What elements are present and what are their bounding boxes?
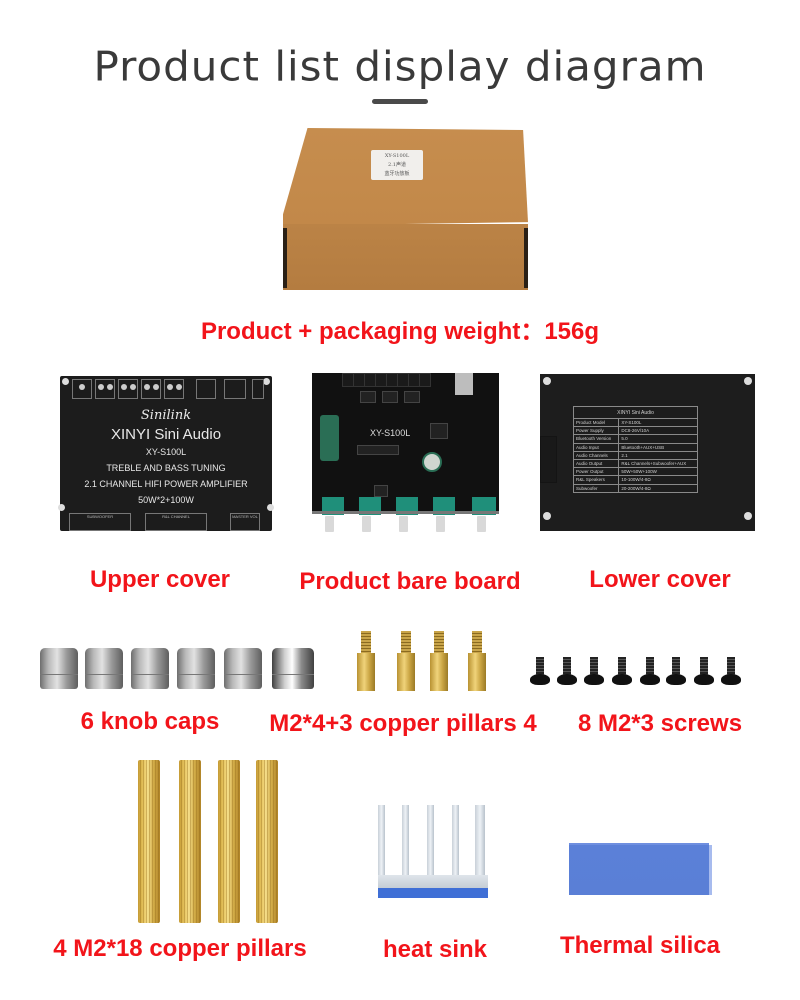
model-number: XY-S100L: [145, 447, 187, 457]
short-pillars-caption: M2*4+3 copper pillars 4: [269, 710, 537, 737]
title-underline: [372, 99, 428, 104]
board-edge: [312, 511, 499, 514]
packaging-box-image: XY-S100L 2.1声道 蓝牙功放板: [283, 128, 528, 293]
sinilink-logo: Sinilink: [140, 408, 192, 423]
long-pillars-caption: 4 M2*18 copper pillars: [53, 935, 307, 962]
feature-line-1: TREBLE AND BASS TUNING: [106, 463, 226, 473]
lower-cover-caption: Lower cover: [589, 566, 731, 593]
knob-caps-caption: 6 knob caps: [80, 708, 220, 735]
feature-line-2: 2.1 CHANNEL HIFI POWER AMPLIFIER: [84, 479, 248, 489]
thermal-silica-caption: Thermal silica: [559, 932, 721, 959]
page-title: Product list display diagram: [93, 42, 707, 91]
master-vol-control-group: MASTER VOL: [230, 513, 260, 531]
thermal-silica-image: [569, 845, 709, 895]
power-rating: 50W*2+100W: [138, 495, 194, 505]
subwoofer-control-group: SUBWOOFER: [69, 513, 131, 531]
heat-sink-image: [378, 805, 488, 900]
upper-cover-image: Sinilink XINYI Sini Audio XY-S100L TREBL…: [58, 376, 274, 531]
rl-channel-control-group: R&L CHANNEL: [145, 513, 207, 531]
board-model-label: XY-S100L: [370, 428, 411, 438]
package-weight-caption: Product + packaging weight：156g: [200, 318, 600, 345]
heat-sink-caption: heat sink: [382, 936, 488, 963]
screws-caption: 8 M2*3 screws: [577, 710, 743, 737]
bare-board-caption: Product bare board: [299, 568, 521, 595]
brand-name: XINYI Sini Audio: [110, 426, 222, 443]
box-label: XY-S100L 2.1声道 蓝牙功放板: [371, 150, 423, 180]
bare-board-image: XY-S100L: [312, 373, 499, 515]
thermal-silica-edge: [709, 845, 712, 895]
upper-cover-caption: Upper cover: [89, 566, 231, 593]
